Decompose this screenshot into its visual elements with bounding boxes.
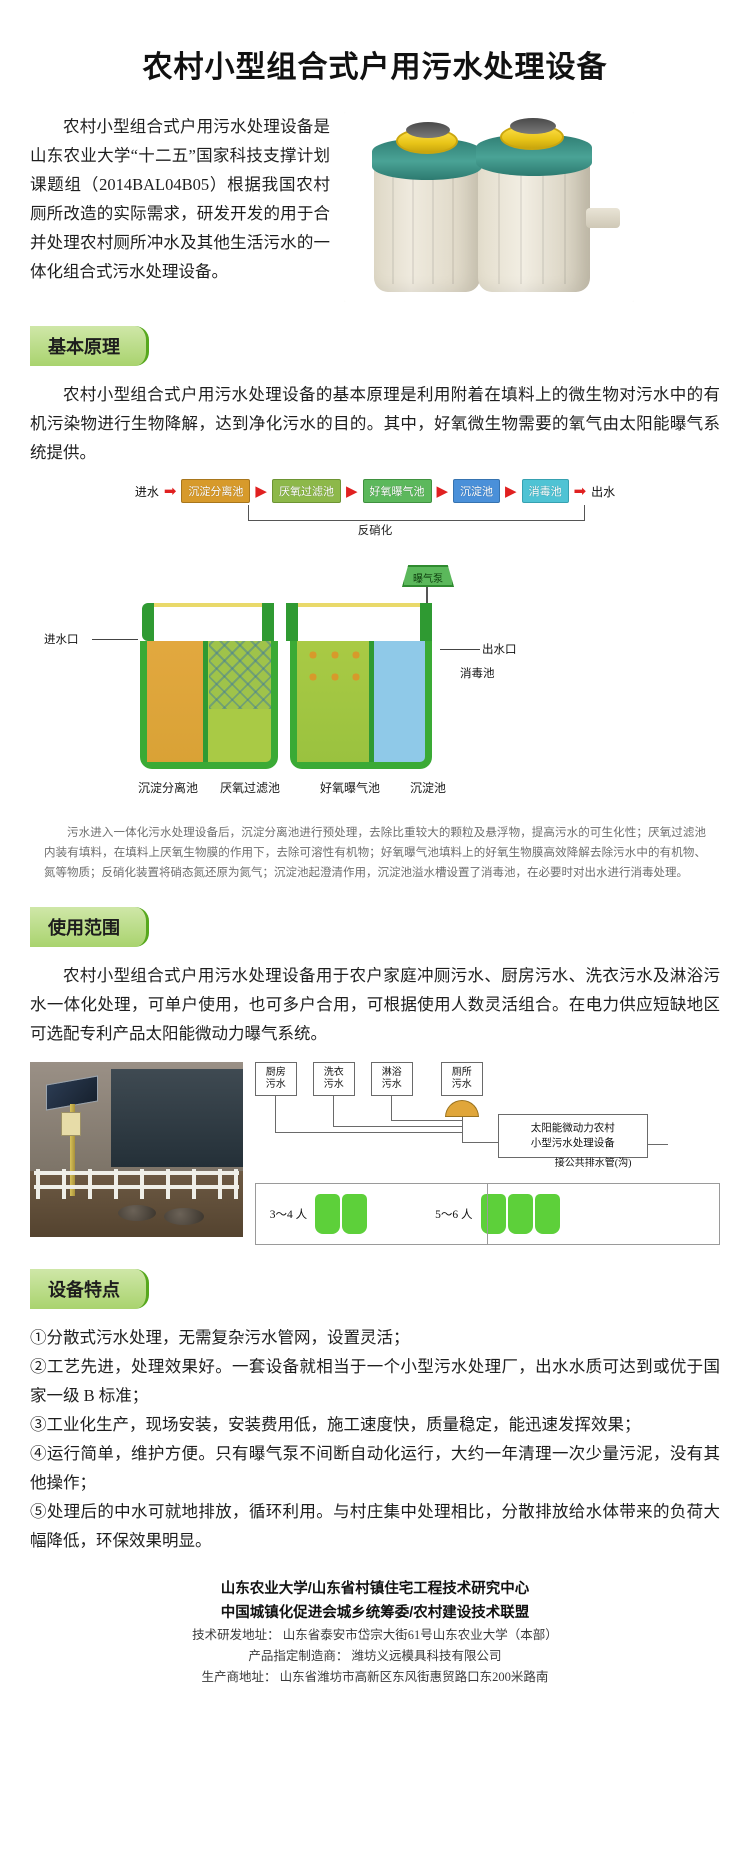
page-title: 农村小型组合式户用污水处理设备 [142, 51, 608, 84]
fence [34, 1169, 239, 1199]
capacity-cell-1: 5～6 人 [421, 1194, 560, 1234]
feature-item-3: ④运行简单，维护方便。只有曝气泵不间断自动化运行，大约一年清理一次少量污泥，没有… [30, 1444, 720, 1492]
capacity-table: 3～4 人 5～6 人 [254, 1183, 720, 1245]
arrow-right-icon: ▶ [255, 482, 267, 500]
capacity-cell-0: 3～4 人 [256, 1194, 368, 1234]
tank-right-hatch [510, 118, 556, 134]
arrow-right-icon: ➡ [573, 482, 587, 500]
outlet-pipe [586, 208, 620, 228]
capacity-people-0: 3～4 人 [269, 1209, 308, 1221]
flow-inlet-label: 进水 [134, 484, 159, 499]
flow-outlet-label: 出水 [591, 484, 616, 499]
tank-right-section [290, 641, 432, 769]
manhole-lid-2 [164, 1208, 204, 1225]
tank-name-0: 沉淀分离池 [138, 781, 199, 795]
inlet-port-label: 进水口 [44, 634, 79, 646]
feature-item-2: ③工业化生产，现场安装，安装费用低，施工速度快，质量稳定，能迅速发挥效果； [30, 1415, 641, 1434]
footer: 山东农业大学/山东省村镇住宅工程技术研究中心 中国城镇化促进会城乡统筹委/农村建… [30, 1577, 720, 1688]
tank-name-2: 好氧曝气池 [320, 781, 381, 795]
tank-name-3: 沉淀池 [410, 781, 447, 795]
principle-paragraph: 农村小型组合式户用污水处理设备的基本原理是利用附着在填料上的微生物对污水中的有机… [30, 385, 720, 462]
scope-paragraph: 农村小型组合式户用污水处理设备用于农户家庭冲厕污水、厨房污水、洗衣污水及淋浴污水… [30, 966, 720, 1043]
intro-section: 农村小型组合式户用污水处理设备是山东农业大学“十二五”国家科技支撑计划课题组（2… [30, 112, 720, 302]
footer-org-1: 山东农业大学/山东省村镇住宅工程技术研究中心 [220, 1581, 530, 1597]
flow-step-sedimentation: 沉淀分离池 [181, 479, 251, 503]
footer-line-2: 产品指定制造商： 潍坊义远模具科技有限公司 [248, 1649, 502, 1663]
treatment-unit-box: 太阳能微动力农村 小型污水处理设备 [497, 1114, 648, 1158]
installation-photo [30, 1062, 243, 1237]
discharge-label: 接公共排水管(沟) [554, 1158, 632, 1169]
flow-step-anaerobic-filter: 厌氧过滤池 [271, 479, 341, 503]
feature-item-4: ⑤处理后的中水可就地排放，循环利用。与村庄集中处理相比，分散排放给水体带来的负荷… [30, 1502, 720, 1550]
flow-step-disinfection: 消毒池 [521, 479, 569, 503]
section-header-features: 设备特点 [30, 1269, 149, 1309]
footer-line-3: 生产商地址： 山东省潍坊市高新区东风街惠贸路口东200米路南 [201, 1670, 549, 1684]
tank-left-hatch [406, 122, 450, 138]
manhole-lid-1 [118, 1205, 156, 1221]
footer-org-2: 中国城镇化促进会城乡统筹委/农村建设技术联盟 [220, 1605, 530, 1621]
source-toilet: 厕所 污水 [440, 1062, 483, 1096]
flow-step-settling: 沉淀池 [453, 479, 501, 503]
tank-cross-section-diagram: 曝气泵 进水口 出水口 消毒池 沉淀分离池 厌氧过滤池 [30, 543, 720, 813]
denitrification-loop: 反硝化 [30, 505, 720, 539]
source-shower: 淋浴 污水 [370, 1062, 413, 1096]
principle-caption: 污水进入一体化污水处理设备后，沉淀分离池进行预处理，去除比重较大的颗粒及悬浮物，… [44, 827, 706, 879]
arrow-right-icon: ▶ [505, 482, 517, 500]
pole [70, 1104, 75, 1196]
usage-illustration-row: 厨房 污水 洗衣 污水 淋浴 污水 厕所 污水 [30, 1062, 720, 1245]
source-kitchen: 厨房 污水 [254, 1062, 297, 1096]
flow-step-aerobic-aeration: 好氧曝气池 [362, 479, 432, 503]
process-flow-diagram: 进水 ➡ 沉淀分离池 ▶ 厌氧过滤池 ▶ 好氧曝气池 ▶ 沉淀池 ▶ 消毒池 ➡… [30, 479, 720, 539]
outlet-port-label: 出水口 [482, 644, 517, 656]
denitrification-label: 反硝化 [357, 525, 393, 537]
section-header-principle: 基本原理 [30, 326, 149, 366]
tank-left-section [140, 641, 278, 769]
control-box [61, 1112, 81, 1136]
disinfect-tank-label: 消毒池 [460, 668, 495, 680]
flow-row: 进水 ➡ 沉淀分离池 ▶ 厌氧过滤池 ▶ 好氧曝气池 ▶ 沉淀池 ▶ 消毒池 ➡… [30, 479, 720, 503]
capacity-people-1: 5～6 人 [435, 1209, 473, 1221]
features-list: ①分散式污水处理，无需复杂污水管网，设置灵活； ②工艺先进，处理效果好。一套设备… [30, 1323, 720, 1555]
source-laundry: 洗衣 污水 [312, 1062, 355, 1096]
tank-name-1: 厌氧过滤池 [220, 781, 281, 795]
intro-paragraph: 农村小型组合式户用污水处理设备是山东农业大学“十二五”国家科技支撑计划课题组（2… [30, 117, 330, 281]
system-schematic: 厨房 污水 洗衣 污水 淋浴 污水 厕所 污水 [254, 1062, 720, 1245]
arrow-right-icon: ▶ [345, 482, 358, 500]
feature-item-0: ①分散式污水处理，无需复杂污水管网，设置灵活； [30, 1328, 410, 1347]
arrow-right-icon: ➡ [163, 482, 177, 500]
section-header-scope: 使用范围 [30, 907, 149, 947]
tank-icon-group-2 [315, 1194, 368, 1234]
footer-line-1: 技术研发地址： 山东省泰安市岱宗大街61号山东农业大学（本部） [192, 1628, 558, 1642]
arrow-right-icon: ▶ [436, 482, 449, 500]
tank-icon-group-3 [480, 1194, 560, 1234]
toilet-dome-icon [444, 1100, 479, 1117]
feature-item-1: ②工艺先进，处理效果好。一套设备就相当于一个小型污水处理厂，出水水质可达到或优于… [30, 1357, 720, 1405]
product-photo [344, 112, 634, 302]
aeration-pump: 曝气泵 [402, 565, 454, 587]
